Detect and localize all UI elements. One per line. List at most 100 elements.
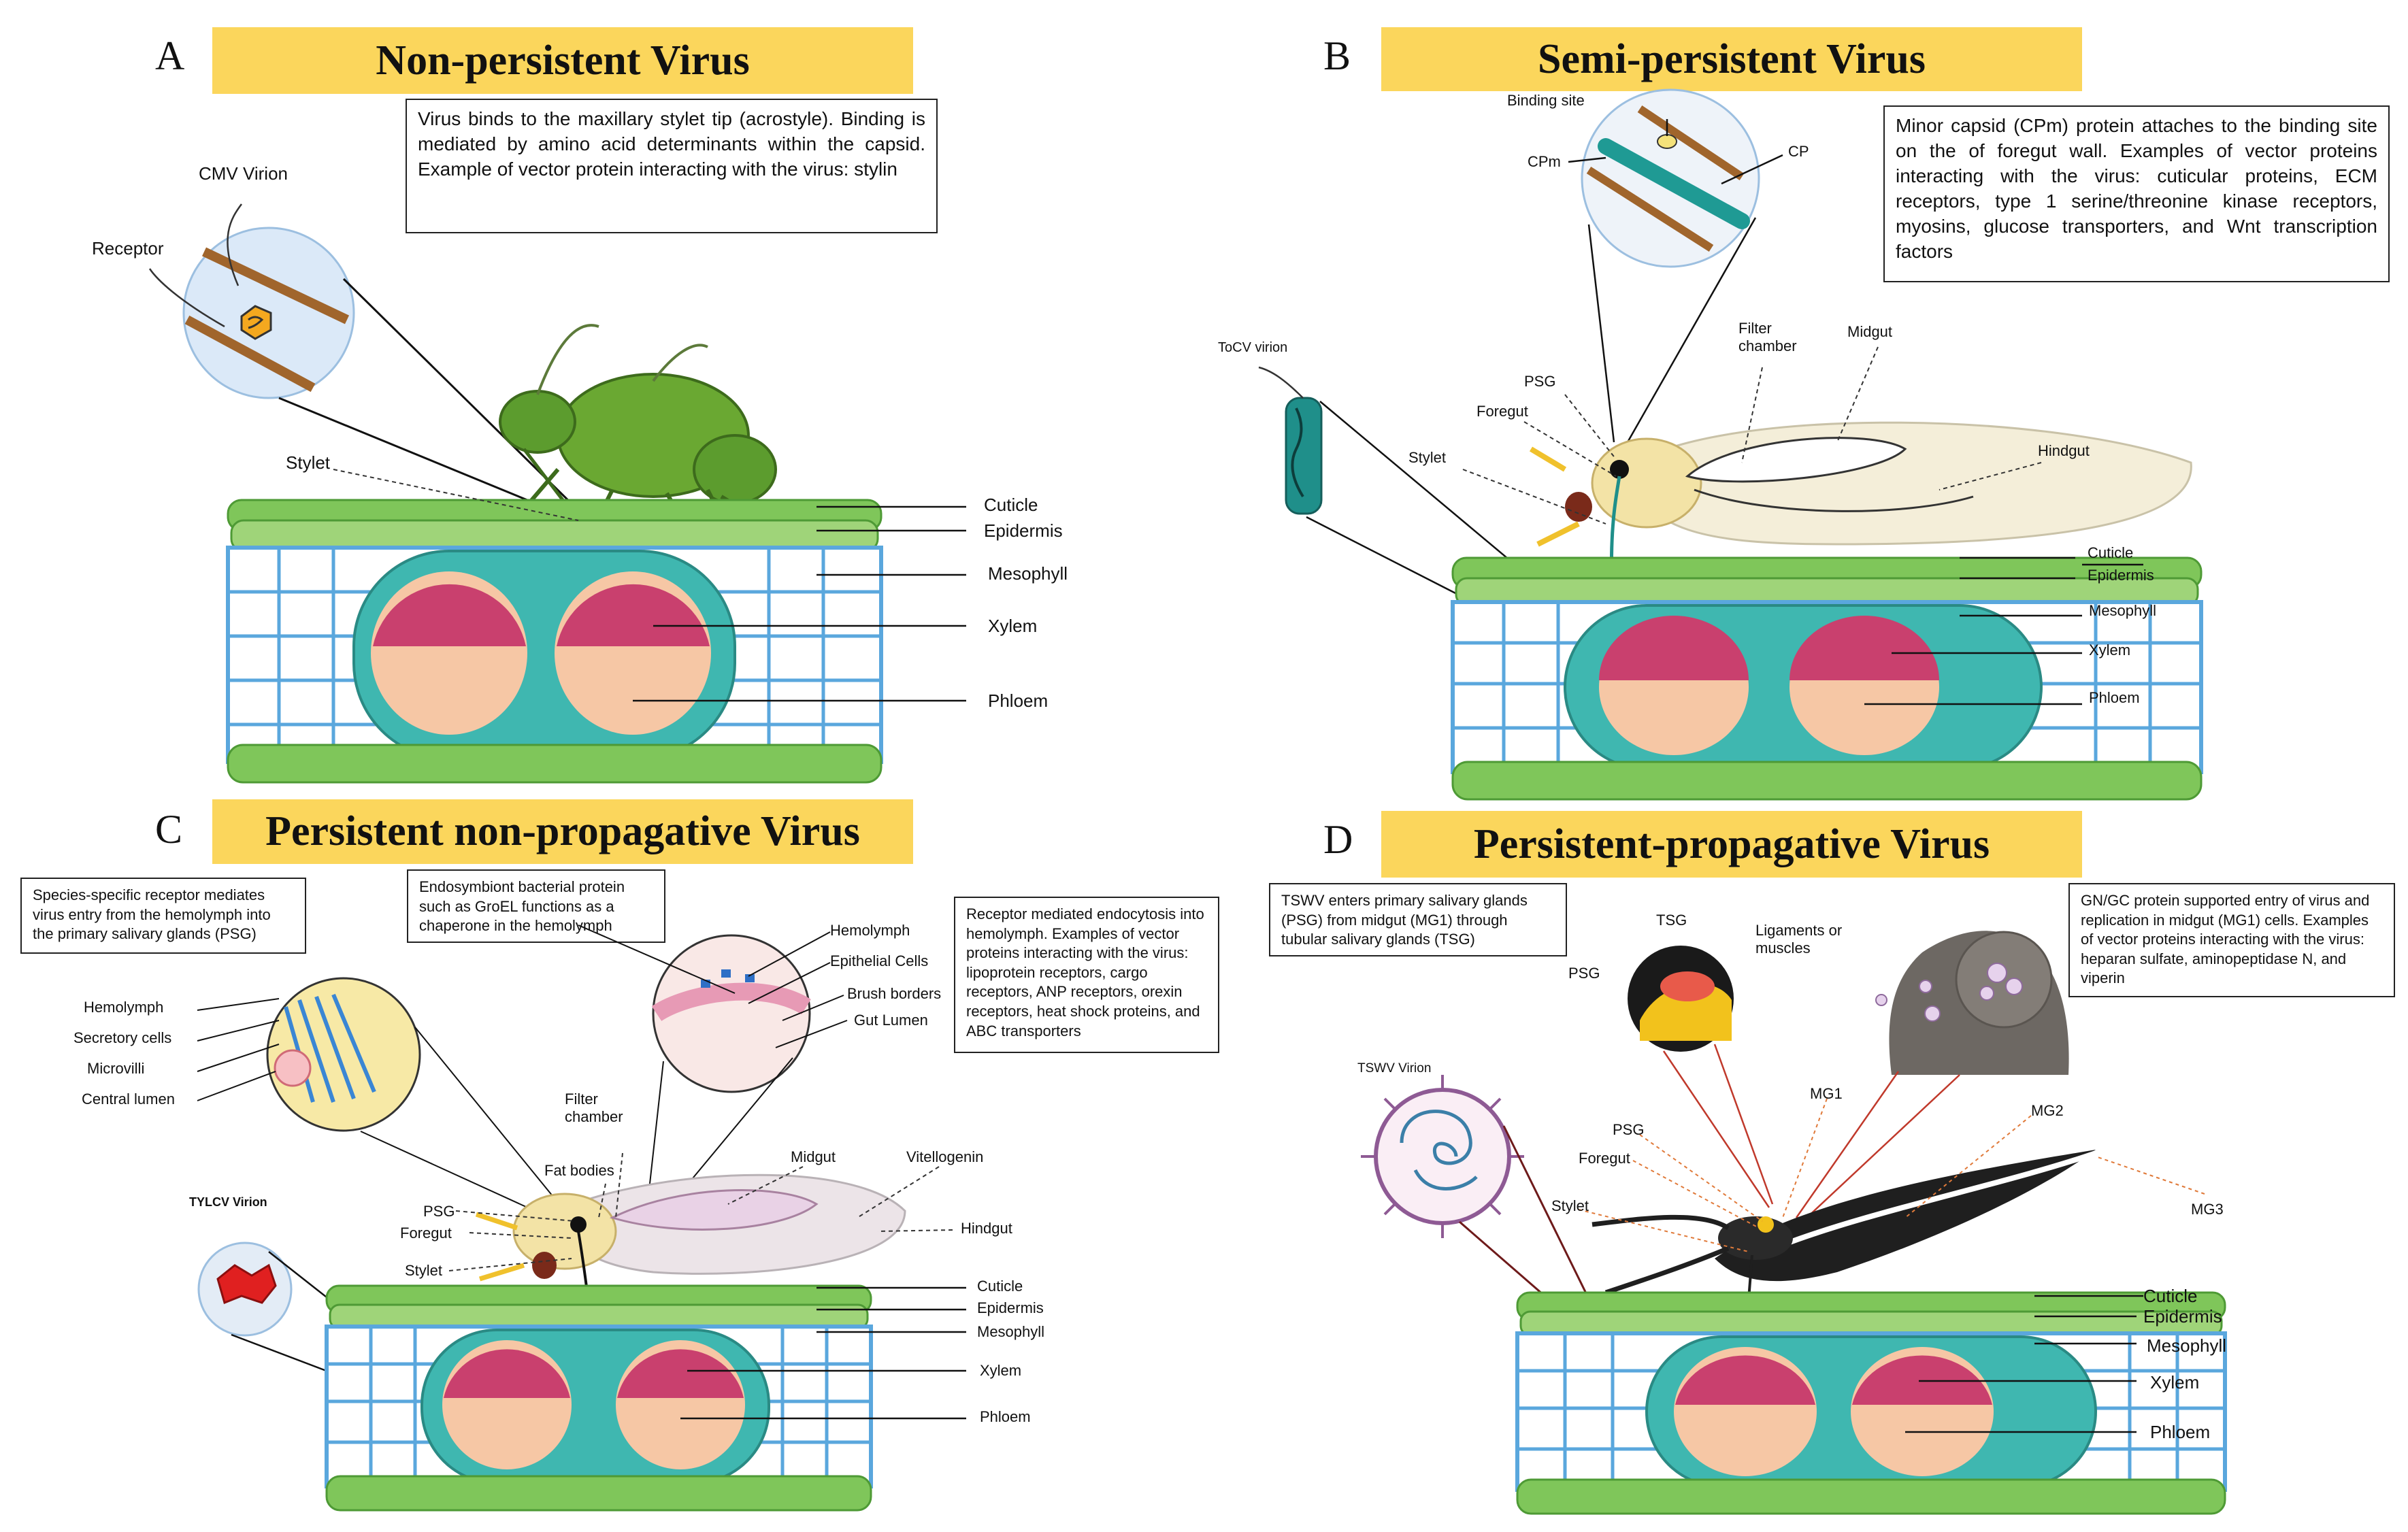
thrips-antenna [1591,1214,1730,1295]
label-vitellogenin: Vitellogenin [906,1148,984,1165]
xylem-region [373,584,526,646]
virion-rna [1291,407,1304,498]
label-stylet: Stylet [1408,449,1447,466]
label-hemolymph: Hemolymph [84,999,164,1016]
panel-title: Semi-persistent Virus [1381,27,2082,91]
label-gut-lumen: Gut Lumen [854,1012,928,1029]
xylem-region [1789,616,1939,680]
layer-pointers [633,505,966,702]
virion-rna [248,316,264,329]
label-cuticle: Cuticle [2088,544,2134,561]
label-hemolymph-gut: Hemolymph [830,922,910,939]
whitefly-antenna [478,1263,525,1282]
lower-epidermis [1451,761,2203,801]
pointer-line [227,203,243,286]
label-phloem: Phloem [988,690,1049,711]
label-xylem: Xylem [980,1362,1022,1379]
label-phloem: Phloem [980,1408,1031,1425]
organ-pointers [1462,346,2042,524]
whitefly-hindgut [1694,488,1974,512]
label-ligaments: Ligaments or muscles [1755,922,1843,956]
label-psg: PSG [1613,1121,1645,1138]
whitefly-psg [570,1216,587,1233]
thrips-gut [1781,1150,2097,1248]
aphid-antenna [652,344,708,382]
label-receptor: Receptor [92,238,164,259]
microvilli [284,993,376,1103]
label-xylem: Xylem [2150,1372,2200,1393]
info-box: Virus binds to the maxillary stylet tip … [406,99,938,233]
tylcv-virion-icon [216,1263,277,1305]
label-secretory-cells: Secretory cells [73,1029,172,1046]
label-mg2: MG2 [2031,1102,2064,1119]
whitefly-antenna [475,1212,518,1231]
label-mesophyll: Mesophyll [2147,1335,2227,1356]
layer-pointers [1905,1295,2143,1433]
pointer-line [1258,366,1304,399]
info-box-psg: Species-specific receptor mediates virus… [20,878,306,954]
psg-tissue [1640,984,1732,1041]
label-fat-bodies: Fat bodies [544,1162,614,1179]
label-phloem: Phloem [2150,1422,2211,1442]
label-brush-borders: Brush borders [847,985,942,1002]
virion-icon [240,305,272,340]
label-psg: PSG [1524,373,1556,390]
label-mesophyll: Mesophyll [2089,602,2157,619]
layer-pointers [1864,556,2143,705]
xylem-region [617,1349,744,1398]
label-cuticle: Cuticle [984,495,1038,515]
label-phloem: Phloem [2089,689,2140,706]
pointer-line [1568,156,1606,163]
pointer-line [148,268,225,328]
label-tsg: TSG [1656,912,1687,929]
label-stylet: Stylet [1551,1197,1589,1214]
info-box-gngc: GN/GC protein supported entry of virus a… [2068,883,2395,997]
label-foregut: Foregut [1579,1150,1630,1167]
label-epidermis: Epidermis [977,1299,1044,1316]
label-xylem: Xylem [988,616,1038,636]
zoom-line [1587,224,1615,443]
info-box: Minor capsid (CPm) protein attaches to t… [1883,105,2390,282]
aphid-antenna [536,324,599,395]
tswv-virion-icon [1374,1088,1511,1225]
thrips-head [1718,1216,1793,1260]
whitefly-midgut [609,1189,819,1231]
info-box-psg: TSWV enters primary salivary glands (PSG… [1269,883,1567,956]
label-midgut: Midgut [1847,323,1893,340]
label-mg3: MG3 [2191,1201,2224,1218]
xylem-region [557,584,710,646]
whitefly-midgut [1685,437,1907,483]
lower-epidermis [1516,1478,2226,1515]
whitefly-antenna [1529,446,1567,472]
panel-letter: C [155,807,183,852]
label-stylet: Stylet [405,1262,443,1279]
label-epidermis: Epidermis [984,520,1063,541]
label-cuticle: Cuticle [977,1278,1023,1295]
zoom-line [1626,217,1757,443]
panel-title: Non-persistent Virus [212,27,913,94]
stylet-strand [201,247,350,324]
label-central-lumen: Central lumen [82,1090,175,1108]
label-midgut: Midgut [791,1148,836,1165]
label-filter-chamber: Filter chamber [1738,320,1797,354]
tocv-virion-icon [1285,397,1323,515]
central-lumen [274,1049,312,1087]
label-tocv-virion: ToCV virion [1218,340,1288,355]
label-mg1: MG1 [1810,1085,1843,1102]
whitefly-antenna [1536,521,1580,547]
layer-pointers [680,1286,966,1420]
panel-title: Persistent non-propagative Virus [212,799,913,864]
tocv-particle [1598,138,1750,229]
label-epidermis: Epidermis [2088,567,2154,584]
label-microvilli: Microvilli [87,1060,145,1077]
label-xylem: Xylem [2089,642,2131,659]
panel-title: Persistent-propagative Virus [1381,811,2082,878]
thrips-psg [1758,1216,1774,1233]
label-mesophyll: Mesophyll [988,563,1068,584]
xylem-region [1599,616,1749,680]
xylem-region [1852,1355,1992,1405]
panel-letter: D [1323,817,1353,862]
label-foregut: Foregut [1477,403,1528,420]
